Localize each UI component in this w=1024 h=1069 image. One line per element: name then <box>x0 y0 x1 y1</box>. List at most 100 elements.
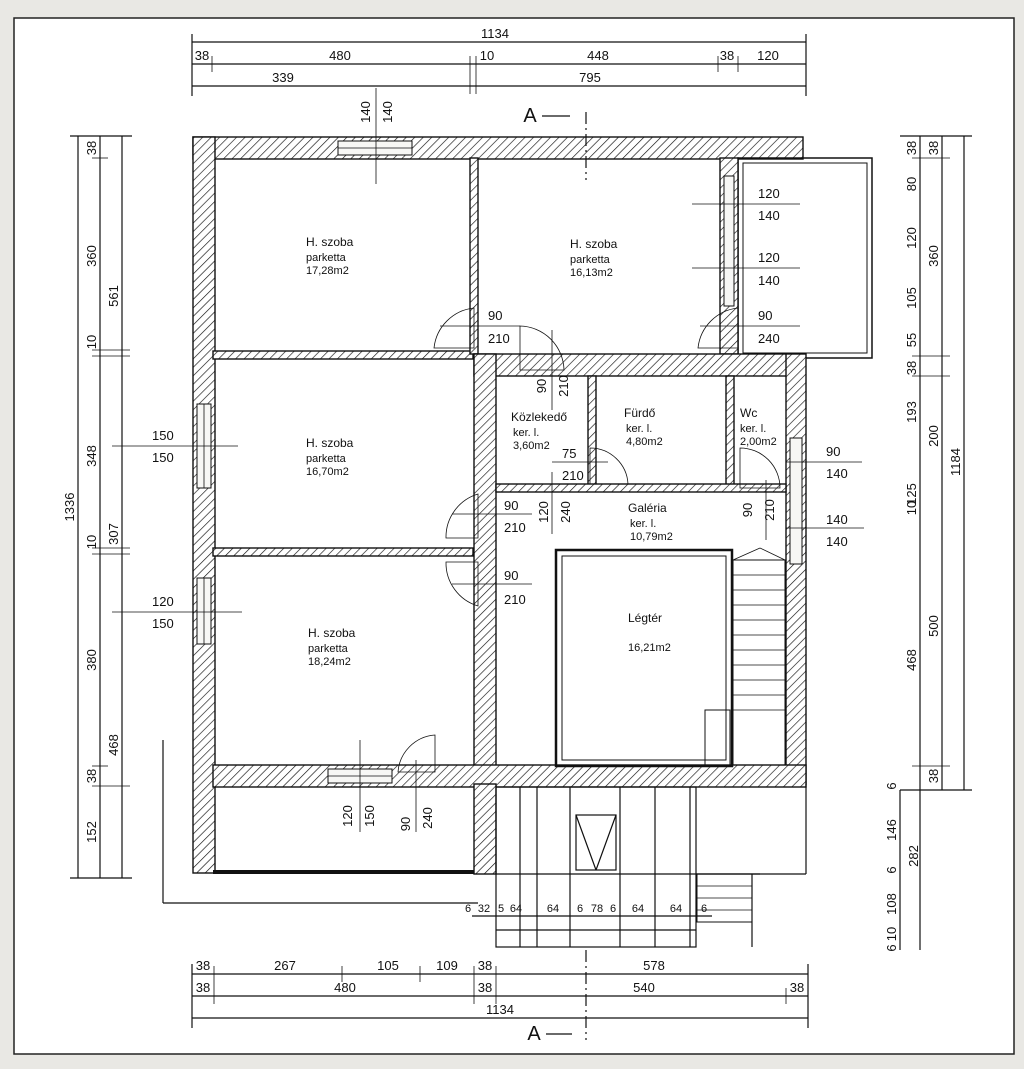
dim-right-lower-5: 6 <box>884 944 899 951</box>
dim-right-mid-2: 200 <box>926 425 941 447</box>
label-stair-window-a: 140 <box>826 512 848 527</box>
dim-left-inner-5: 380 <box>84 649 99 671</box>
room-floor-bedroom-1: parketta <box>306 252 347 264</box>
label-stair-window-b: 140 <box>826 534 848 549</box>
dim-right-lower-4: 10 <box>884 927 899 941</box>
label-door-bath-a: 75 <box>562 446 576 461</box>
dim-bottom-r2-4: 38 <box>790 980 804 995</box>
label-door-bedroom1-b: 210 <box>488 331 510 346</box>
label-top-window-a: 140 <box>358 101 373 123</box>
room-name-corridor: Közlekedő <box>511 410 567 424</box>
dim-bottom-r1-3: 109 <box>436 958 458 973</box>
dim-bottom-r1-2: 105 <box>377 958 399 973</box>
dim-left-outer-1: 307 <box>106 523 121 545</box>
dim-left-inner-3: 348 <box>84 445 99 467</box>
paper-border <box>13 17 1015 1055</box>
dim-stair-6: 78 <box>591 903 603 915</box>
label-gap-b: 240 <box>558 501 573 523</box>
room-floor-bedroom-2: parketta <box>570 254 611 266</box>
label-door-bedroom1-a: 90 <box>488 308 502 323</box>
dim-right-lower-0: 6 <box>884 782 899 789</box>
room-area-bath: 4,80m2 <box>626 436 663 448</box>
dim-right-lower-2: 6 <box>884 866 899 873</box>
dim-left-inner-7: 152 <box>84 821 99 843</box>
label-door-corridor-a: 90 <box>534 379 549 393</box>
room-area-bedroom-2: 16,13m2 <box>570 267 613 279</box>
dim-right-mid-0: 38 <box>926 141 941 155</box>
section-mark-bottom: A <box>527 1023 541 1045</box>
room-floor-gallery: ker. l. <box>630 518 656 530</box>
dim-right-inner-3: 105 <box>904 287 919 309</box>
dim-stair-9: 64 <box>670 903 682 915</box>
dim-right-inner-5: 38 <box>904 361 919 375</box>
dim-stair-0: 6 <box>465 903 471 915</box>
label-door-bedroom3-b: 210 <box>504 520 526 535</box>
label-door-wc-b: 210 <box>762 499 777 521</box>
label-right-window-1a: 120 <box>758 186 780 201</box>
label-bottom-window-b: 150 <box>362 805 377 827</box>
dim-top-span-left: 480 <box>329 48 351 63</box>
dim-right-inner-8: 10 <box>904 501 919 515</box>
dim-right-inner-4: 55 <box>904 333 919 347</box>
room-floor-bath: ker. l. <box>626 423 652 435</box>
room-name-wc: Wc <box>740 406 757 420</box>
dim-left-inner-4: 10 <box>84 535 99 549</box>
label-door-bedroom2-b: 240 <box>758 331 780 346</box>
label-door-corridor-b: 210 <box>556 375 571 397</box>
dim-right-mid-4: 38 <box>926 769 941 783</box>
label-door-bedroom4-a: 90 <box>504 568 518 583</box>
room-area-bedroom-4: 18,24m2 <box>308 656 351 668</box>
dim-stair-2: 5 <box>498 903 504 915</box>
room-area-bedroom-3: 16,70m2 <box>306 466 349 478</box>
dimension-lines <box>70 34 972 1028</box>
dim-top-wall-mid: 10 <box>480 48 494 63</box>
dim-right-inner-0: 38 <box>904 141 919 155</box>
dim-bottom-r2-3: 540 <box>633 980 655 995</box>
dim-left-inner-6: 38 <box>84 769 99 783</box>
label-bottom-window-a: 120 <box>340 805 355 827</box>
room-name-bath: Fürdő <box>624 406 656 420</box>
label-door-bedroom4-b: 210 <box>504 592 526 607</box>
room-area-bedroom-1: 17,28m2 <box>306 265 349 277</box>
dim-top-row3-right: 795 <box>579 70 601 85</box>
dim-top-row3-left: 339 <box>272 70 294 85</box>
dim-right-inner-1: 80 <box>904 177 919 191</box>
label-right-window-2b: 140 <box>758 273 780 288</box>
dim-top-overall: 1134 <box>481 26 509 41</box>
dim-stair-7: 6 <box>610 903 616 915</box>
room-area-wc: 2,00m2 <box>740 436 777 448</box>
dim-right-inner-6: 193 <box>904 401 919 423</box>
dim-stair-10: 6 <box>701 903 707 915</box>
dim-right-lower-total: 282 <box>906 845 921 867</box>
dim-bottom-r1-1: 267 <box>274 958 296 973</box>
dim-bottom-r1-5: 578 <box>643 958 665 973</box>
label-left-window-2b: 150 <box>152 616 174 631</box>
room-name-bedroom-3: H. szoba <box>306 436 354 450</box>
dim-stair-4: 64 <box>547 903 559 915</box>
dim-left-outer-0: 561 <box>106 285 121 307</box>
dim-top-wall-right: 38 <box>720 48 734 63</box>
dim-stair-3: 64 <box>510 903 522 915</box>
label-left-window-1b: 150 <box>152 450 174 465</box>
room-floor-corridor: ker. l. <box>513 427 539 439</box>
dim-right-mid-1: 360 <box>926 245 941 267</box>
dim-top-balcony: 120 <box>757 48 779 63</box>
dim-right-inner-7: 125 <box>904 483 919 505</box>
label-bottom-door-b: 240 <box>420 807 435 829</box>
dim-stair-1: 32 <box>478 903 490 915</box>
dim-left-inner-2: 10 <box>84 335 99 349</box>
room-floor-bedroom-4: parketta <box>308 643 349 655</box>
room-name-bedroom-2: H. szoba <box>570 237 618 251</box>
room-name-void: Légtér <box>628 611 662 625</box>
room-floor-wc: ker. l. <box>740 423 766 435</box>
label-left-window-2a: 120 <box>152 594 174 609</box>
label-right-window-2a: 120 <box>758 250 780 265</box>
label-door-bath-b: 210 <box>562 468 584 483</box>
dim-bottom-r1-0: 38 <box>196 958 210 973</box>
dim-right-outer-0: 1184 <box>948 448 963 476</box>
section-mark-top: A <box>523 105 537 127</box>
room-labels: H. szoba parketta 17,28m2 H. szoba parke… <box>306 235 777 668</box>
dim-bottom-r2-2: 38 <box>478 980 492 995</box>
